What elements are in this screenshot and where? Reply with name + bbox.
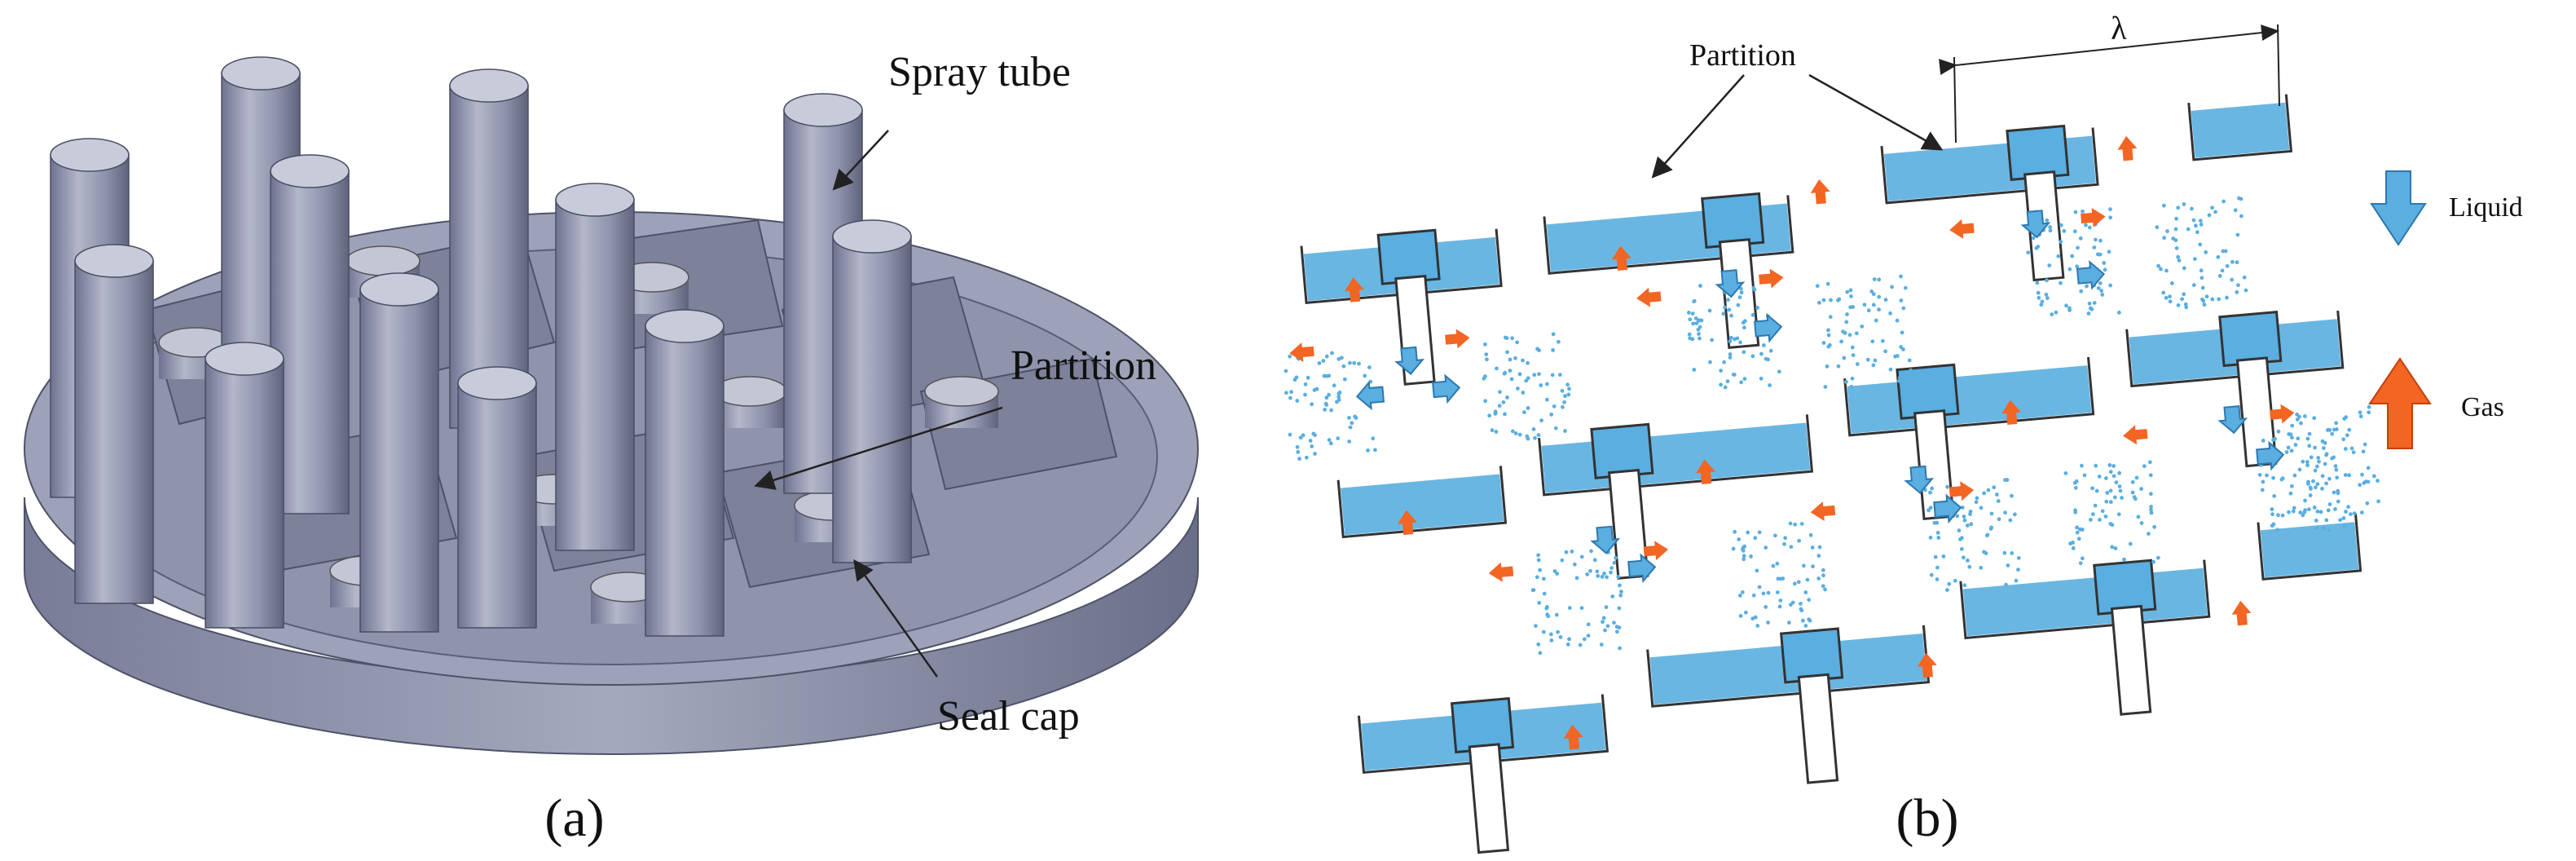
legend-liquid-label: Liquid [2449, 192, 2523, 223]
tray-rim-side [24, 497, 1199, 755]
label-partition-b: Partition [1689, 38, 1796, 73]
label-lambda: λ [2111, 10, 2127, 46]
leader-partition-b2 [1808, 73, 1944, 151]
leader-spray-tube [832, 130, 889, 191]
panel-b-schematic [1284, 94, 2380, 854]
legend: Liquid Gas [2368, 170, 2523, 449]
spray-tubes [50, 56, 912, 637]
label-spray-tube: Spray tube [888, 49, 1071, 95]
lambda-dimension: λ [1939, 10, 2280, 144]
spray-droplets [1284, 196, 2380, 656]
caption-a: (a) [544, 788, 604, 848]
label-partition-a: Partition [1011, 342, 1156, 389]
label-seal-cap: Seal cap [937, 693, 1080, 740]
caption-b: (b) [1896, 788, 1959, 848]
seal-caps [158, 245, 999, 624]
leader-seal-cap [853, 559, 939, 678]
leader-partition [754, 406, 1003, 490]
legend-gas-label: Gas [2461, 392, 2504, 422]
panel-a-tray-illustration: Spray tube Partition Seal cap [24, 49, 1199, 755]
flow-arrows [1289, 135, 2295, 750]
tray-stages [1300, 94, 2362, 854]
legend-gas-arrow-icon [2368, 357, 2432, 449]
legend-liquid-arrow-icon [2370, 170, 2427, 246]
leader-partition-b1 [1651, 74, 1745, 179]
